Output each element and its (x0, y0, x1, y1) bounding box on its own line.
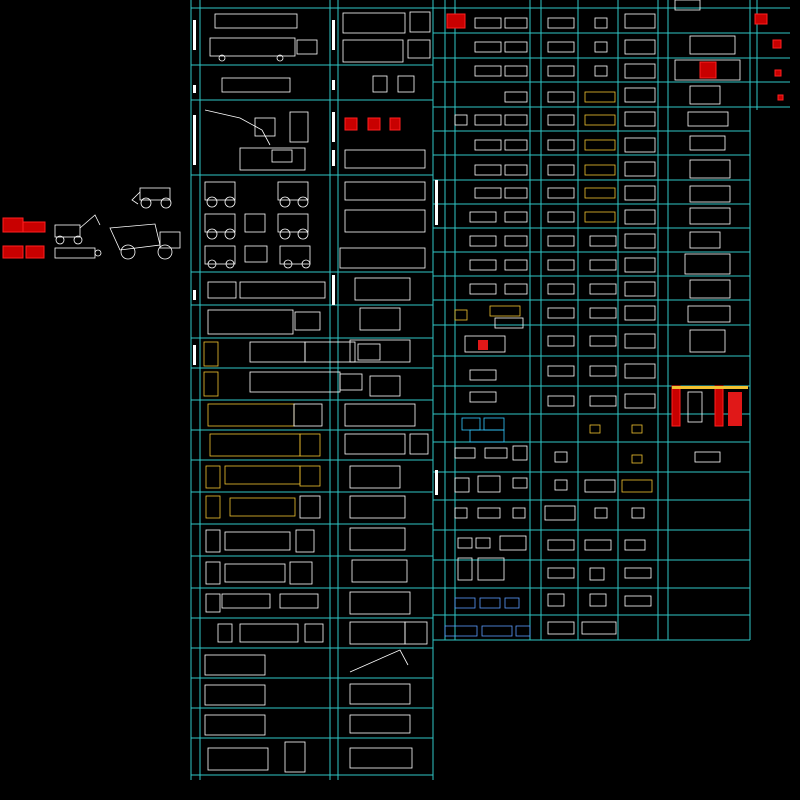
backhoe-loader-icon (54, 214, 102, 259)
dump-truck-icon (109, 223, 181, 260)
column-cars (444, 0, 784, 637)
cyan-cars-icon (461, 417, 505, 443)
construction-equipment-grid-icon (204, 181, 311, 269)
blue-cars-icon (444, 597, 531, 637)
loose-equipment-group (2, 187, 181, 260)
row-labels (193, 20, 438, 495)
yellow-trucks-icon (203, 341, 381, 519)
table-grid (190, 0, 790, 780)
red-fire-truck-icon (2, 217, 46, 259)
column-trucks (339, 11, 431, 769)
red-fire-car-icon (446, 13, 784, 101)
semi-trailer-rows-icon (207, 281, 326, 335)
yellow-cars-icon (454, 91, 653, 493)
wheel-loader-icon (131, 187, 172, 209)
red-cross-ambulance-icon (478, 340, 488, 350)
column-heavy-vehicles (203, 13, 381, 773)
parking-bay-icon (671, 385, 748, 427)
car-grid-icon (454, 0, 741, 635)
red-blocks-icon (344, 117, 401, 131)
bus-rows-icon (204, 529, 324, 773)
